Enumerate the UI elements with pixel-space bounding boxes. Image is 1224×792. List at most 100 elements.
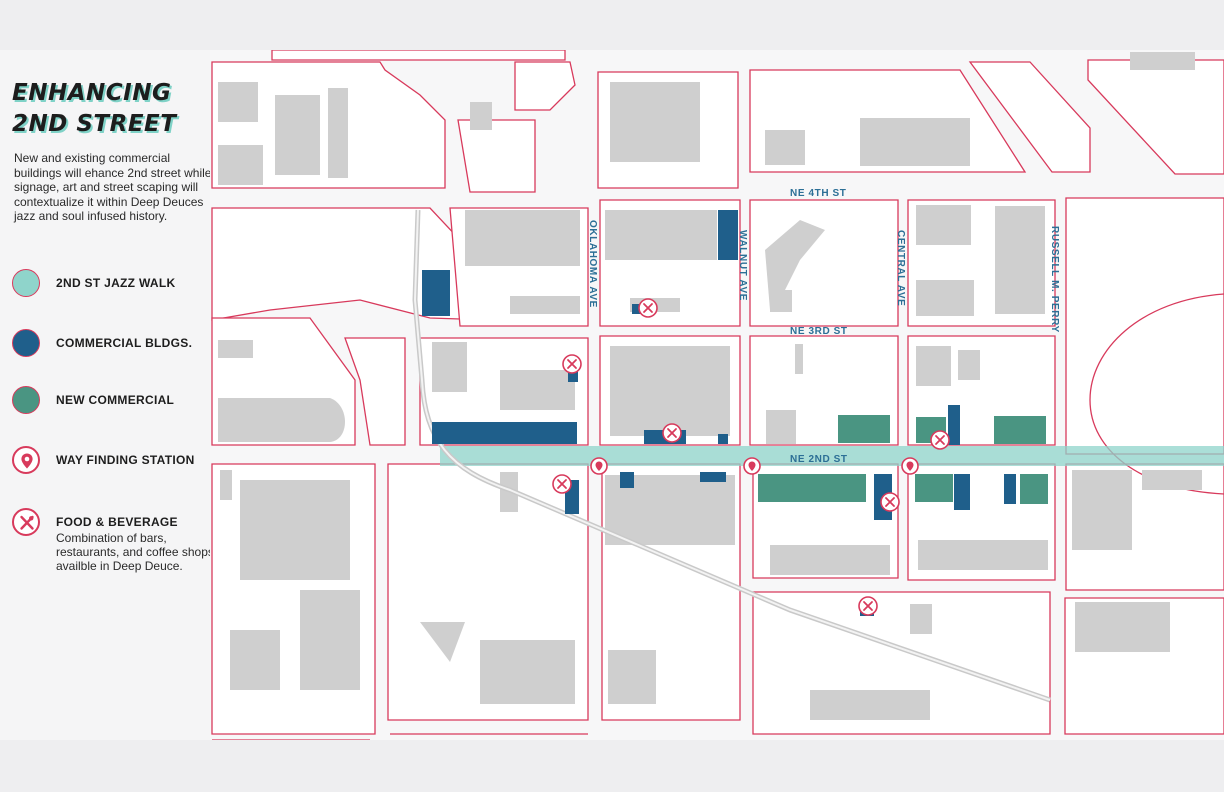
building [1075,602,1170,652]
building [795,344,803,374]
building [765,220,825,310]
title-line-2: 2ND STREET [12,111,177,137]
building [218,82,258,122]
building [608,650,656,704]
building [916,205,971,245]
new-commercial-building [838,415,890,443]
food-beverage-markers [552,298,950,616]
building [218,145,263,185]
legend-label: FOOD & BEVERAGE [56,515,178,529]
building [420,622,465,662]
building [916,280,974,316]
commercial-building [718,210,738,260]
commercial-building [432,422,577,444]
commercial-building [632,304,642,314]
building [958,350,980,380]
street-label-walnut: WALNUT AVE [737,230,748,301]
street-map: NE 4TH ST NE 3RD ST NE 2ND ST OKLAHOMA A… [210,50,1224,740]
commercial-building [620,472,634,488]
block [457,119,536,193]
building [470,102,492,130]
street-label-central: CENTRAL AVE [895,230,906,306]
fork-knife-icon [12,508,40,536]
location-pin-icon [12,446,40,474]
commercial-building [1004,474,1016,504]
location-pin-icon [590,457,608,475]
rail-track-inner [413,209,1051,701]
title-line-1: ENHANCING [12,80,172,106]
block [271,50,566,61]
jazz-walk-path [440,446,1224,466]
commercial-building [948,405,960,445]
commercial-building [568,368,578,382]
building [1142,470,1202,490]
fork-knife-icon [880,492,900,512]
commercial-buildings [422,210,1016,616]
legend-label: COMMERCIAL BLDGS. [56,336,193,350]
new-commercial-building [994,416,1046,444]
commercial-swatch [12,329,40,357]
building [218,340,253,358]
building [220,470,232,500]
fork-knife-icon [562,354,582,374]
fork-knife-icon [552,474,572,494]
street-label-oklahoma: OKLAHOMA AVE [587,220,598,308]
legend-label: 2ND ST JAZZ WALK [56,276,176,290]
block [1087,59,1224,175]
block [514,61,576,111]
street-label-ne2nd: NE 2ND ST [790,454,848,465]
building [230,630,280,690]
block [1065,197,1224,455]
rail-line [412,209,1051,703]
building [810,690,930,720]
building [500,370,575,410]
block [344,337,406,446]
location-pin-icon [901,457,919,475]
page-title: ENHANCING 2ND STREET [12,78,176,140]
building [275,95,320,175]
building [218,398,345,442]
commercial-building [718,434,728,444]
existing-buildings [218,52,1202,720]
new-commercial-building [1020,474,1048,504]
block [968,61,1091,173]
commercial-building [700,472,726,482]
block [211,207,491,321]
jazz-walk-swatch [12,269,40,297]
building [510,296,580,314]
building [610,82,700,162]
new-commercial-swatch [12,386,40,414]
building [300,590,360,690]
street-label-russell: RUSSELL M. PERRY [1049,226,1060,333]
street-label-ne3rd: NE 3RD ST [790,326,848,337]
building [1130,52,1195,70]
new-commercial-buildings [758,415,1048,504]
street-label-ne4th: NE 4TH ST [790,188,847,199]
fork-knife-icon [930,430,950,450]
commercial-building [954,474,970,510]
building [610,346,730,436]
building [765,130,805,165]
description-text: New and existing commercial buildings wi… [14,151,212,223]
building [916,346,951,386]
legend-label: WAY FINDING STATION [56,453,195,467]
building [432,342,467,392]
map-board: ENHANCING 2ND STREET New and existing co… [0,50,1224,740]
building [770,545,890,575]
commercial-building [422,270,450,316]
fork-knife-icon [858,596,878,616]
wayfinding-markers [590,457,919,475]
fork-knife-icon [638,298,658,318]
building [766,410,796,444]
building [240,480,350,580]
block-edge [212,733,588,740]
legend-label: NEW COMMERCIAL [56,393,175,407]
location-pin-icon [743,457,761,475]
building [860,118,970,166]
building [480,640,575,704]
building [1072,470,1132,550]
building [918,540,1048,570]
building [995,206,1045,314]
building [465,210,580,266]
new-commercial-building [758,474,866,502]
